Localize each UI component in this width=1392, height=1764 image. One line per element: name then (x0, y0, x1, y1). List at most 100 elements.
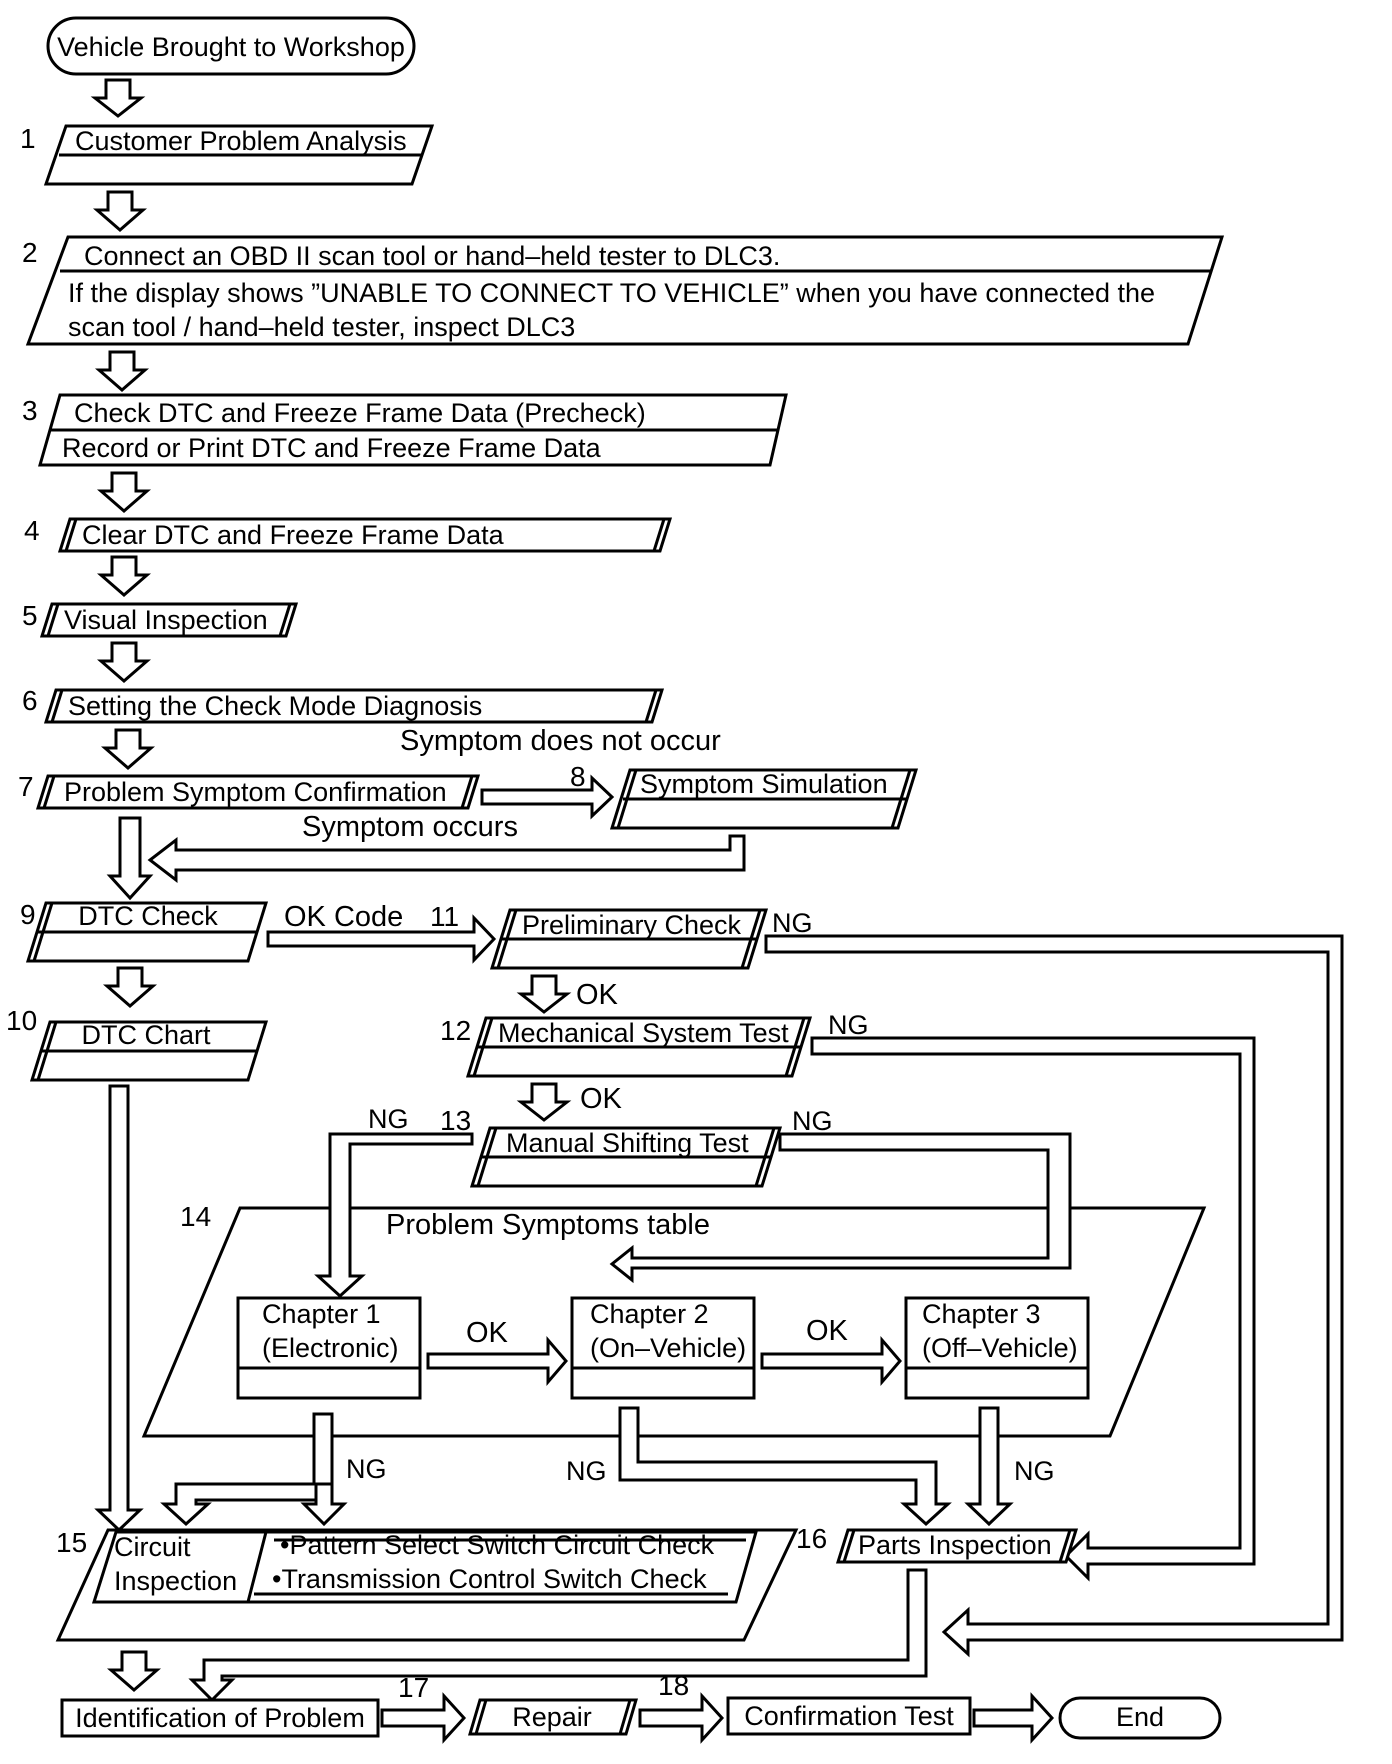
end-terminal: End (1058, 1696, 1222, 1740)
step-2-box: Connect an OBD II scan tool or hand–held… (25, 235, 1225, 346)
arrow-9-to-10 (102, 966, 158, 1008)
step-1-box: Customer Problem Analysis (43, 124, 435, 186)
chapter-3-box: Chapter 3 (Off–Vehicle) (904, 1296, 1090, 1400)
step-2-line1: Connect an OBD II scan tool or hand–held… (84, 241, 780, 271)
start-label: Vehicle Brought to Workshop (57, 32, 405, 62)
end-label: End (1116, 1702, 1164, 1732)
step-2-line3: scan tool / hand–held tester, inspect DL… (68, 312, 575, 342)
chapter-2-box: Chapter 2 (On–Vehicle) (570, 1296, 756, 1400)
chapter-3-line1: Chapter 3 (922, 1299, 1041, 1329)
step-13-ng-left-label: NG (368, 1104, 409, 1134)
step-3-line2: Record or Print DTC and Freeze Frame Dat… (62, 433, 602, 463)
arrow-chapter-2-to-3 (760, 1335, 902, 1387)
arrow-chapter-2-ng-to-16 (618, 1406, 952, 1527)
arrow-3-to-4 (96, 471, 152, 513)
chapter-1-ng-label: NG (346, 1454, 387, 1484)
step-3-number: 3 (22, 395, 38, 426)
arrow-2-to-3 (94, 350, 150, 392)
chapter-1-ok-label: OK (466, 1317, 509, 1349)
chapter-3-ng-label: NG (1014, 1456, 1055, 1486)
step-17-number: 17 (398, 1672, 429, 1703)
step-16-box: Parts Inspection (835, 1528, 1079, 1564)
step-16-label: Parts Inspection (858, 1530, 1052, 1560)
step-15-number: 15 (56, 1527, 87, 1558)
step-3-line1: Check DTC and Freeze Frame Data (Prechec… (74, 398, 646, 428)
chapter-3-line2: (Off–Vehicle) (922, 1333, 1078, 1363)
arrow-chapter-3-ng-to-16 (964, 1406, 1014, 1527)
label-symptom-occurs: Symptom occurs (302, 811, 518, 843)
arrow-identification-to-repair (380, 1692, 467, 1744)
step-17-label: Repair (512, 1702, 592, 1732)
step-12-ng-label: NG (828, 1010, 869, 1040)
step-5-box: Visual Inspection (39, 602, 299, 638)
step-9-label: DTC Check (78, 901, 218, 931)
step-6-label: Setting the Check Mode Diagnosis (68, 691, 482, 721)
arrow-12-ng-to-16 (810, 1036, 1256, 1582)
arrow-repair-to-confirmation (638, 1692, 725, 1744)
step-17-box: Repair (467, 1698, 639, 1736)
chapter-1-line1: Chapter 1 (262, 1299, 381, 1329)
step-3-box: Check DTC and Freeze Frame Data (Prechec… (38, 393, 788, 467)
step-18-label: Confirmation Test (744, 1701, 954, 1731)
step-1-label: Customer Problem Analysis (75, 126, 407, 156)
step-13-box: Manual Shifting Test (469, 1126, 783, 1188)
identification-label: Identification of Problem (75, 1703, 365, 1733)
step-10-number: 10 (6, 1005, 37, 1036)
step-1-number: 1 (20, 123, 36, 154)
step-9-box: DTC Check (25, 901, 269, 963)
step-7-box: Problem Symptom Confirmation (35, 774, 481, 810)
step-15-bullet2: •Transmission Control Switch Check (272, 1564, 707, 1594)
arrow-chapter-1-to-2 (426, 1335, 568, 1387)
step-11-ok-label: OK (576, 979, 619, 1011)
step-15-box: Circuit Inspection •Pattern Select Switc… (55, 1528, 799, 1642)
step-4-box: Clear DTC and Freeze Frame Data (57, 517, 673, 553)
arrow-11-to-12 (516, 974, 572, 1014)
arrow-11-ng-to-16 (764, 934, 1344, 1658)
step-8-box: Symptom Simulation (609, 768, 919, 830)
step-15-line1: Circuit (114, 1532, 191, 1562)
step-2-number: 2 (22, 237, 38, 268)
step-10-label: DTC Chart (81, 1020, 211, 1050)
step-11-label: Preliminary Check (522, 910, 742, 940)
step-18-box: Confirmation Test (726, 1696, 972, 1736)
step-8-label: Symptom Simulation (640, 769, 888, 799)
step-18-number: 18 (658, 1670, 689, 1701)
arrow-4-to-5 (96, 555, 152, 597)
step-7-number: 7 (18, 771, 34, 802)
step-12-ok-label: OK (580, 1083, 623, 1115)
step-12-number: 12 (440, 1015, 471, 1046)
step-4-number: 4 (24, 515, 40, 546)
chapter-2-ng-label: NG (566, 1456, 607, 1486)
arrow-7-to-9 (106, 816, 154, 901)
step-10-box: DTC Chart (29, 1020, 269, 1082)
step-11-number: 11 (430, 901, 459, 932)
arrow-start-to-1 (90, 78, 146, 118)
step-8-number: 8 (570, 761, 586, 792)
step-12-label: Mechanical System Test (498, 1018, 789, 1048)
arrow-15-to-identification (106, 1650, 162, 1692)
label-ok-code: OK Code (284, 901, 403, 933)
step-13-ng-right-label: NG (792, 1106, 833, 1136)
step-15-line2: Inspection (114, 1566, 237, 1596)
step-14-label: Problem Symptoms table (386, 1209, 710, 1241)
step-6-number: 6 (22, 685, 38, 716)
step-12-box: Mechanical System Test (465, 1016, 813, 1078)
step-14-number: 14 (180, 1201, 211, 1232)
step-15-bullet1: •Pattern Select Switch Circuit Check (280, 1530, 715, 1560)
step-16-number: 16 (796, 1523, 827, 1554)
step-2-line2: If the display shows ”UNABLE TO CONNECT … (68, 278, 1155, 308)
arrow-6-to-7 (100, 728, 156, 770)
arrow-confirmation-to-end (972, 1692, 1055, 1744)
arrow-13-ng-to-chapter-2 (609, 1132, 1072, 1284)
arrow-1-to-2 (92, 190, 148, 232)
start-terminal: Vehicle Brought to Workshop (46, 16, 416, 76)
step-11-box: Preliminary Check (489, 908, 769, 970)
arrow-5-to-6 (96, 641, 152, 683)
step-6-box: Setting the Check Mode Diagnosis (43, 688, 665, 724)
chapter-1-line2: (Electronic) (262, 1333, 399, 1363)
step-9-number: 9 (20, 899, 36, 930)
step-4-label: Clear DTC and Freeze Frame Data (82, 520, 505, 550)
chapter-2-line1: Chapter 2 (590, 1299, 709, 1329)
step-11-ng-label: NG (772, 908, 813, 938)
